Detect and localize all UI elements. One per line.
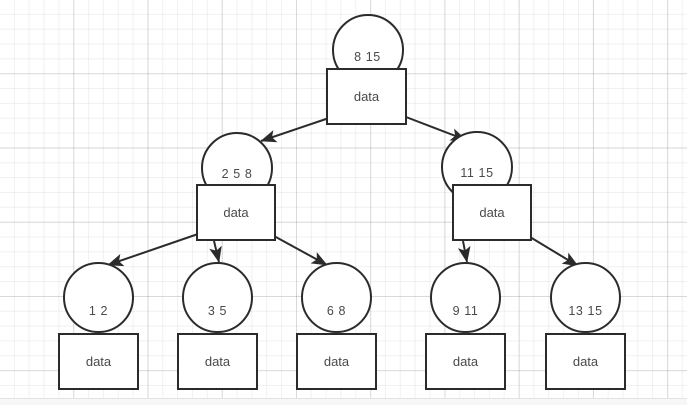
- data-block-label: data: [204, 354, 231, 369]
- data-block-leaf-5[interactable]: data: [545, 333, 626, 390]
- key-node-leaf-5[interactable]: 13 15: [550, 261, 621, 333]
- key-node-leaf-2[interactable]: 3 5: [182, 261, 253, 333]
- key-node-label: 1 2: [88, 303, 109, 318]
- data-block-internal-right[interactable]: data: [452, 184, 532, 241]
- data-block-leaf-2[interactable]: data: [177, 333, 258, 390]
- data-block-leaf-4[interactable]: data: [425, 333, 506, 390]
- data-block-root[interactable]: data: [326, 68, 407, 125]
- data-block-label: data: [223, 205, 249, 220]
- key-node-leaf-4[interactable]: 9 11: [430, 261, 501, 333]
- key-node-label: 6 8: [326, 303, 347, 318]
- data-block-label: data: [85, 354, 112, 369]
- key-node-label: 8 15: [354, 49, 381, 64]
- edge-internal-right-to-leaf-4: [457, 240, 471, 263]
- key-node-leaf-3[interactable]: 6 8: [301, 261, 372, 333]
- edge-internal-left-to-leaf-1: [107, 233, 199, 267]
- key-node-label: 13 15: [568, 303, 603, 318]
- data-block-leaf-3[interactable]: data: [296, 333, 377, 390]
- data-block-label: data: [452, 354, 479, 369]
- key-node-leaf-1[interactable]: 1 2: [63, 261, 134, 333]
- edge-internal-left-to-leaf-3: [273, 235, 328, 266]
- key-node-label: 11 15: [460, 166, 494, 181]
- canvas-bottom-strip: [0, 398, 687, 405]
- edge-internal-right-to-leaf-5: [529, 236, 579, 267]
- data-block-label: data: [323, 354, 350, 369]
- data-block-leaf-1[interactable]: data: [58, 333, 139, 390]
- data-block-label: data: [353, 89, 380, 104]
- data-block-label: data: [572, 354, 599, 369]
- edge-root-to-internal-left: [260, 117, 330, 143]
- edge-internal-left-to-leaf-2: [209, 240, 222, 263]
- key-node-label: 2 5 8: [221, 167, 253, 181]
- data-block-label: data: [479, 205, 505, 220]
- key-node-label: 9 11: [452, 303, 479, 318]
- key-node-label: 3 5: [207, 303, 228, 318]
- data-block-internal-left[interactable]: data: [196, 184, 276, 241]
